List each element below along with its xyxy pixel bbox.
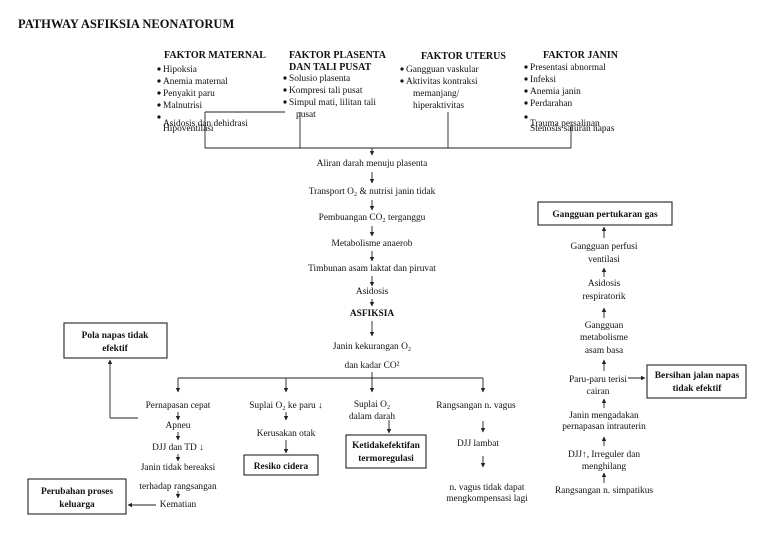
branch-step: Rangsangan n. vagus: [436, 401, 516, 411]
factor-item: Asidosis dan dehidrasi: [163, 119, 248, 129]
factor-header: FAKTOR JANIN: [543, 50, 619, 61]
branch-step: DJJ dan TD ↓: [152, 443, 204, 453]
branch-vagus: Rangsangan n. vagus DJJ lambat n. vagus …: [436, 401, 528, 504]
factor-item: pusat: [296, 110, 316, 120]
factor-item: Aktivitas kontraksi: [406, 77, 478, 87]
diagnosis-gangguan-gas: Gangguan pertukaran gas: [537, 201, 673, 226]
factor-item: Simpul mati, lilitan tali: [289, 98, 376, 108]
right-step: Paru-paru terisi: [569, 375, 627, 385]
branch-step: Janin tidak bereaksi: [141, 463, 216, 473]
factor-item: Stenosis saluran napas: [530, 124, 615, 134]
branch-step: Suplai O₂ ke paru ↓: [249, 401, 323, 411]
diagnosis-label: keluarga: [59, 500, 95, 510]
factor-header: FAKTOR PLASENTA: [289, 50, 387, 61]
bullets: [157, 65, 528, 119]
right-step: asam basa: [585, 346, 624, 356]
factor-item: Anemia janin: [530, 87, 581, 97]
diagnosis-pola-napas: Pola napas tidak efektif: [63, 322, 168, 359]
branch-step: dalam darah: [349, 412, 395, 422]
right-step: ventilasi: [588, 255, 620, 265]
branch-step: Suplai O₂: [354, 400, 390, 410]
branch-pernapasan: Pernapasan cepat Apneu DJJ dan TD ↓ Jani…: [107, 359, 217, 510]
branch-suplai-darah: Suplai O₂ dalam darah: [349, 400, 395, 434]
right-step: pernapasan intrauterin: [562, 422, 646, 432]
factor-plasenta: FAKTOR PLASENTA DAN TALI PUSAT Solusio p…: [289, 50, 387, 120]
diagnosis-label: Pola napas tidak: [82, 331, 149, 341]
factor-item: Hipoksia: [163, 65, 198, 75]
right-step: menghilang: [582, 462, 627, 472]
factor-item: Malnutrisi: [163, 101, 202, 111]
branch-step: mengkompensasi lagi: [446, 494, 528, 504]
factor-header: FAKTOR UTERUS: [421, 51, 506, 62]
chain-step: Timbunan asam laktat dan piruvat: [308, 264, 436, 274]
chain-step: Asidosis: [356, 287, 389, 297]
factor-item: hiperaktivitas: [413, 101, 464, 111]
diagnosis-perubahan-proses: Perubahan proses keluarga: [27, 478, 127, 515]
right-step: Janin mengadakan: [569, 411, 639, 421]
chain-step: Transport O₂ & nutrisi janin tidak: [309, 187, 436, 197]
right-step: Gangguan perfusi: [571, 241, 638, 252]
factor-header: DAN TALI PUSAT: [289, 62, 372, 73]
branch-suplai-paru: Suplai O₂ ke paru ↓ Kerusakan otak: [249, 401, 323, 454]
factor-header: FAKTOR MATERNAL: [164, 50, 266, 61]
right-step: Asidosis: [588, 279, 621, 289]
factor-item: Infeksi: [530, 74, 556, 85]
diagnosis-label: termoregulasi: [358, 454, 414, 464]
factor-item: Kompresi tali pusat: [289, 86, 363, 96]
right-step: respiratorik: [582, 292, 626, 302]
right-chain: Rangsangan n. simpatikus DJJ↑, Irreguler…: [555, 226, 654, 496]
chain-step: dan kadar CO²: [345, 361, 400, 371]
diagnosis-label: efektif: [102, 344, 128, 354]
diagnosis-label: Resiko cidera: [254, 462, 309, 472]
diagnosis-resiko-cidera: Resiko cidera: [243, 454, 319, 476]
chain-step: Metabolisme anaerob: [332, 239, 413, 249]
diagnosis-label: Perubahan proses: [41, 487, 113, 497]
factor-item: Presentasi abnormal: [530, 63, 606, 73]
right-step: Rangsangan n. simpatikus: [555, 486, 654, 496]
factor-item: memanjang/: [413, 89, 460, 99]
factor-uterus: FAKTOR UTERUS Gangguan vaskular Aktivita…: [406, 51, 506, 111]
factor-maternal: FAKTOR MATERNAL Hipoksia Anemia maternal…: [163, 50, 266, 134]
diagnosis-label: Gangguan pertukaran gas: [552, 210, 658, 220]
factor-item: Trauma persalinan: [530, 119, 600, 129]
branch-step: terhadap rangsangan: [139, 482, 217, 492]
diagnosis-label: tidak efektif: [673, 384, 723, 394]
right-step: metabolisme: [580, 333, 628, 343]
factor-item: Anemia maternal: [163, 77, 228, 87]
factor-item: Gangguan vaskular: [406, 65, 480, 75]
branch-step: Kematian: [160, 500, 197, 510]
factor-item: Penyakit paru: [163, 89, 215, 99]
chain-step: Aliran darah menuju plasenta: [317, 159, 428, 169]
diagnosis-bersihan-jalan: Bersihan jalan napas tidak efektif: [646, 364, 747, 399]
branch-step: DJJ lambat: [457, 439, 499, 449]
chain-step: Janin kekurangan O₂: [333, 342, 411, 352]
chain-step: Pembuangan CO₂ terganggu: [319, 213, 426, 223]
right-step: DJJ↑, Irreguler dan: [568, 450, 640, 460]
page-title: PATHWAY ASFIKSIA NEONATORUM: [18, 17, 234, 31]
central-chain: Aliran darah menuju plasenta Transport O…: [308, 159, 436, 371]
branch-step: Pernapasan cepat: [146, 401, 211, 411]
factor-connectors: [204, 111, 572, 156]
factor-item: Solusio plasenta: [289, 74, 351, 84]
branch-step: Apneu: [166, 421, 191, 431]
right-step: Gangguan: [585, 321, 624, 331]
branch-connectors: [175, 372, 486, 393]
diagnosis-label: Bersihan jalan napas: [655, 371, 740, 381]
diagnosis-label: Ketidakefektifan: [352, 441, 420, 451]
branch-step: Kerusakan otak: [257, 429, 316, 439]
diagnosis-termoregulasi: Ketidakefektifan termoregulasi: [345, 434, 427, 469]
factor-item: Hipoventilasi: [163, 124, 214, 134]
right-step: cairan: [587, 387, 610, 397]
factor-item: Perdarahan: [530, 99, 572, 109]
factor-janin: FAKTOR JANIN Presentasi abnormal Infeksi…: [530, 50, 619, 134]
chain-asfiksia: ASFIKSIA: [350, 309, 395, 319]
branch-step: n. vagus tidak dapat: [450, 483, 525, 493]
